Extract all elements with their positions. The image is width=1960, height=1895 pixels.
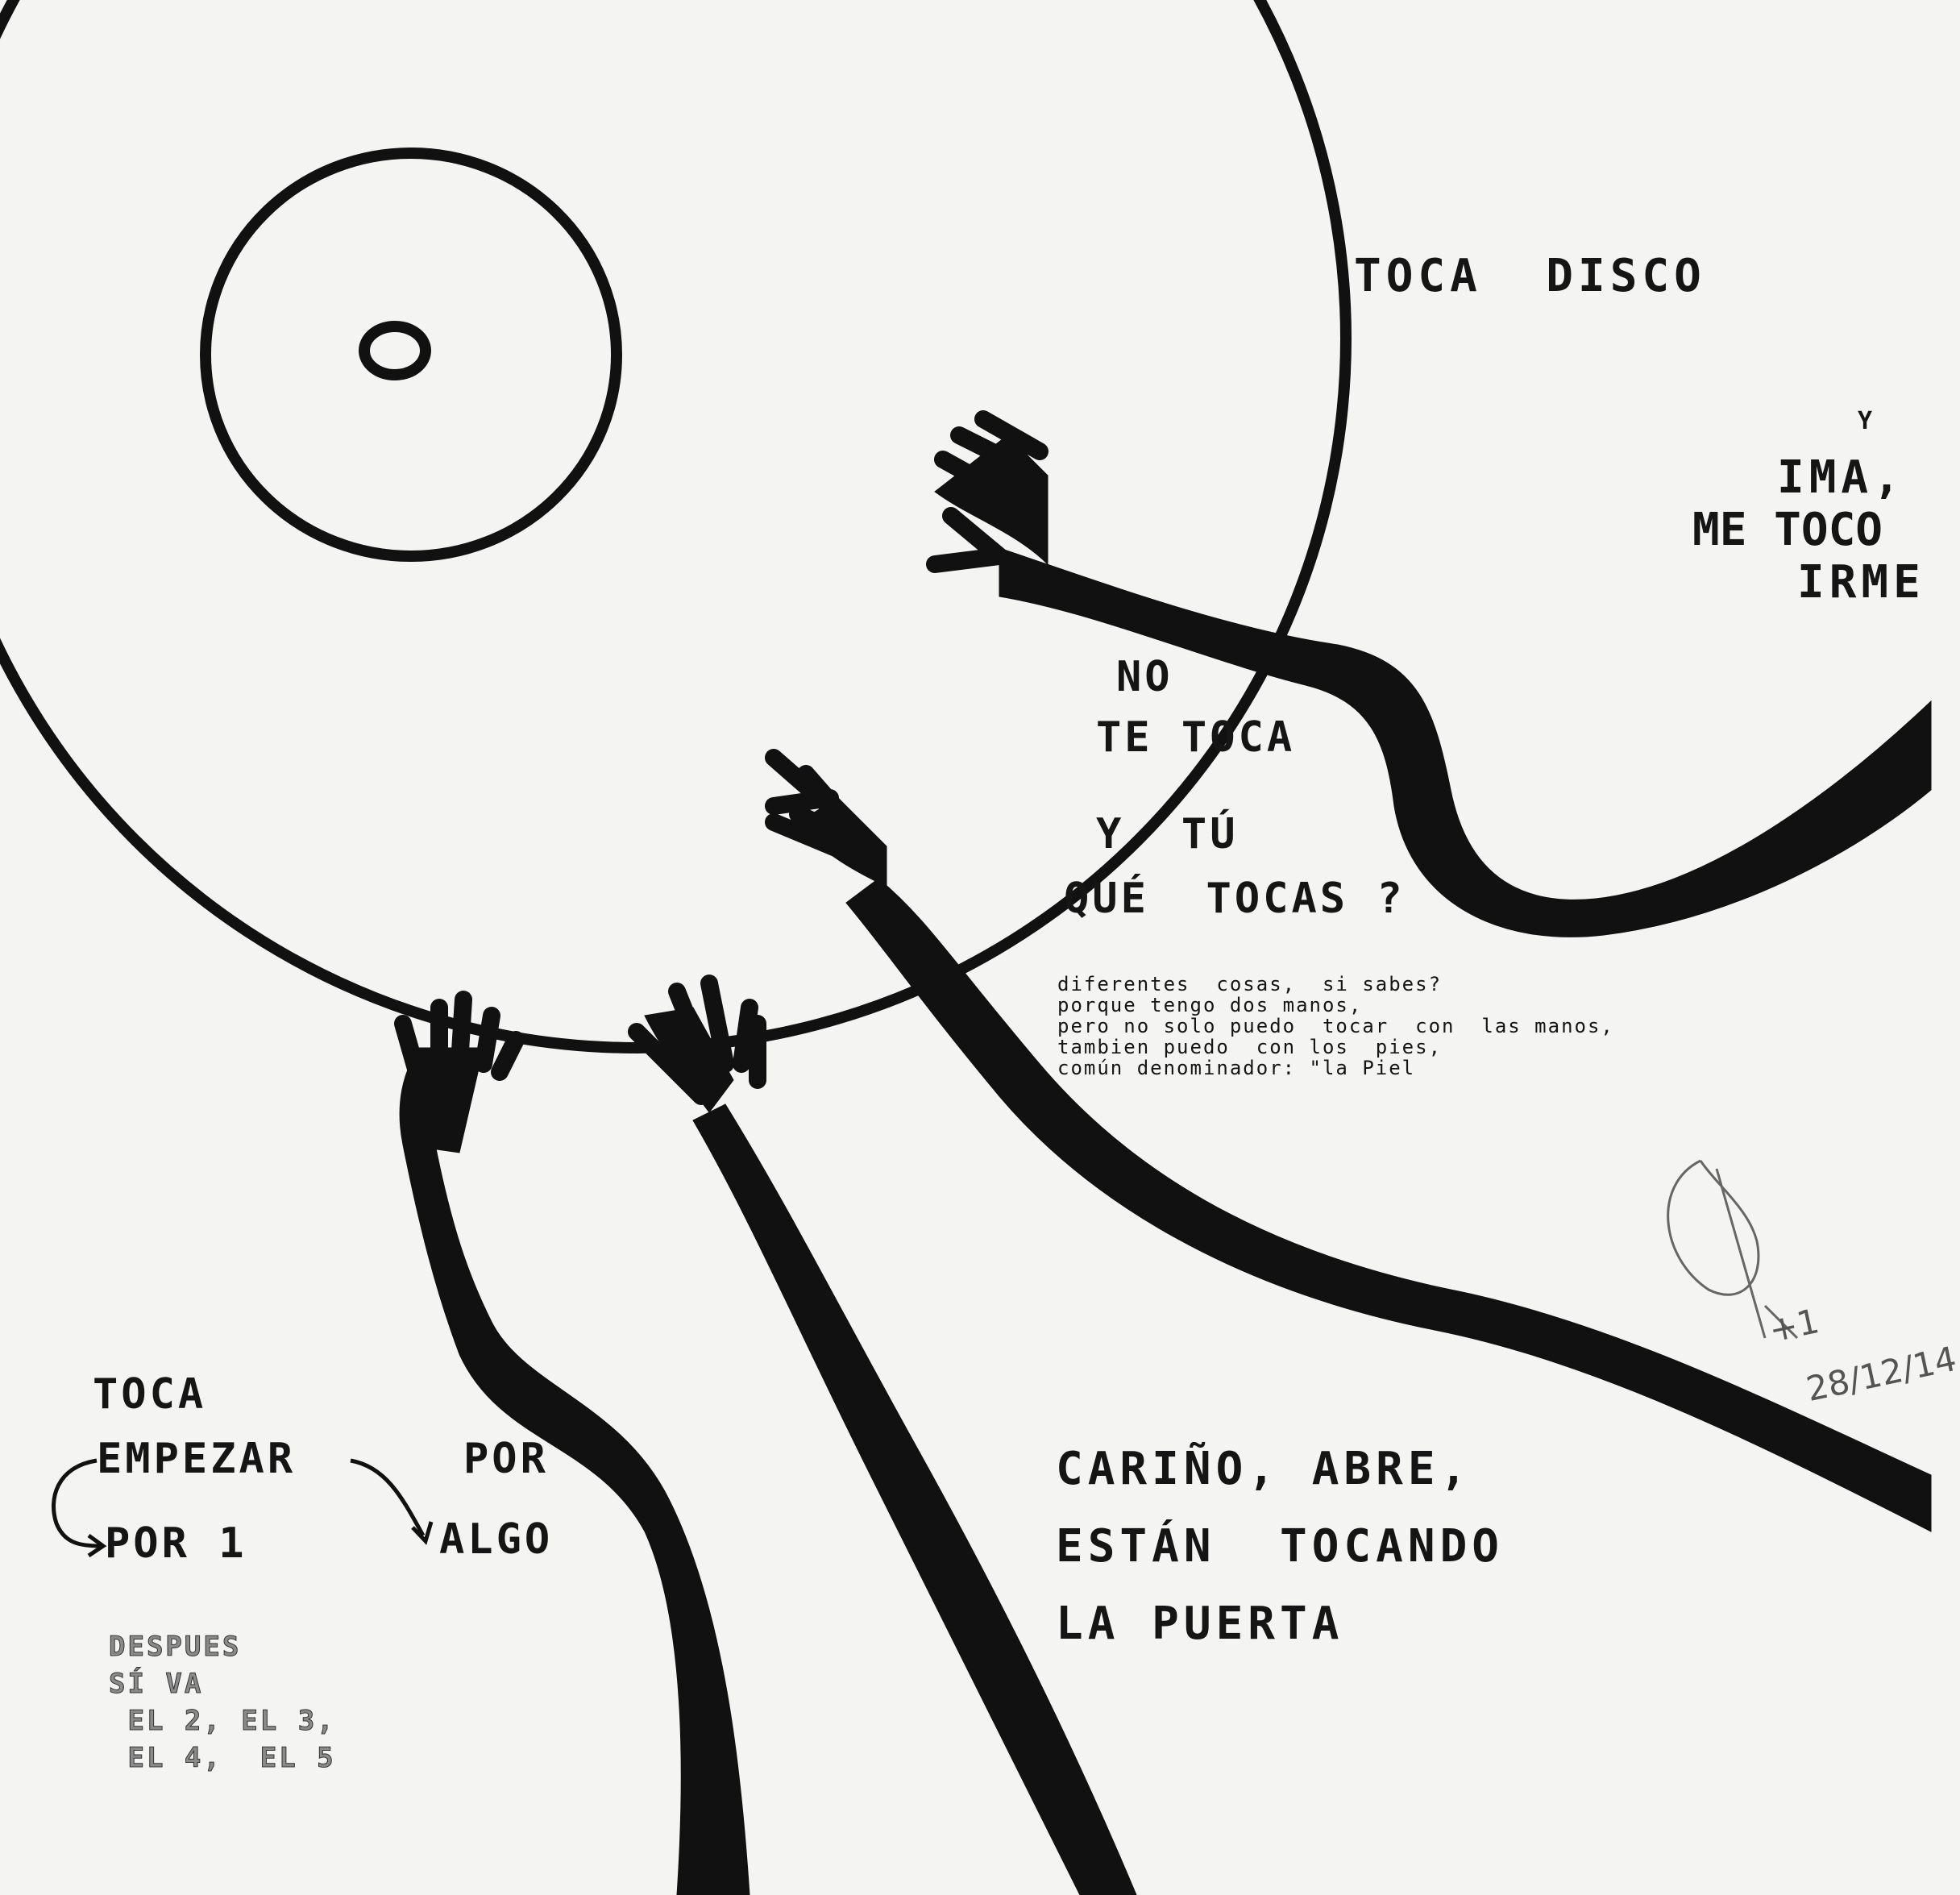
record-label-circle	[200, 148, 622, 562]
reaching-arm-top	[926, 410, 1932, 937]
text-que-tocas: QUÉ TOCAS ?	[1064, 875, 1406, 923]
text-por: POR	[463, 1435, 549, 1483]
arrow-to-algo-head	[411, 1521, 434, 1545]
text-carino-block: CARIÑO, ABRE, ESTÁN TOCANDO LA PUERTA	[1056, 1431, 1504, 1663]
text-por-1: POR 1	[105, 1519, 247, 1568]
arrow-to-algo	[350, 1458, 426, 1537]
text-irme: IRME	[1797, 556, 1925, 609]
carino-line: ESTÁN TOCANDO	[1056, 1520, 1505, 1573]
despues-line: DESPUES	[109, 1631, 242, 1664]
text-despues-block: DESPUES SÍ VA EL 2, EL 3, EL 4, EL 5	[109, 1628, 336, 1777]
reaching-arm-bottom-left	[394, 991, 750, 1895]
paragraph-line: diferentes cosas, si sabes?	[1057, 973, 1443, 995]
reaching-arm-bottom-middle	[628, 975, 1137, 1895]
text-empezar: EMPEZAR	[97, 1435, 297, 1483]
paragraph-line: porque tengo dos manos,	[1057, 994, 1363, 1016]
text-y-small: Y	[1858, 407, 1875, 435]
paragraph-line: tambien puedo con los pies,	[1057, 1036, 1443, 1058]
text-toca-disco: TOCA DISCO	[1354, 250, 1706, 302]
text-algo: ALGO	[439, 1515, 554, 1564]
arrow-to-por-1	[52, 1458, 102, 1548]
text-me-toco: ME TOCO	[1692, 504, 1883, 556]
text-no: NO	[1116, 653, 1173, 701]
reaching-arm-middle	[765, 749, 1932, 1532]
record-spindle-hole	[359, 321, 431, 380]
vinyl-record-outline	[0, 0, 1352, 1053]
despues-line: EL 4, EL 5	[109, 1742, 336, 1775]
pencil-signature	[1667, 1159, 1799, 1340]
carino-line: CARIÑO, ABRE,	[1056, 1443, 1472, 1495]
text-ima: IMA,	[1777, 451, 1905, 504]
text-te-toca: TE TOCA	[1096, 713, 1296, 762]
text-paragraph: diferentes cosas, si sabes? porque tengo…	[1057, 974, 1614, 1078]
paragraph-line: común denominador: "la Piel	[1057, 1057, 1416, 1079]
despues-line: EL 2, EL 3,	[109, 1705, 336, 1738]
text-toca: TOCA	[93, 1370, 207, 1419]
despues-line: SÍ VA	[109, 1668, 204, 1701]
paragraph-line: pero no solo puedo tocar con las manos,	[1057, 1015, 1614, 1037]
text-y-tu: Y TÚ	[1096, 810, 1239, 858]
arrow-to-por-1-head	[87, 1533, 107, 1558]
carino-line: LA PUERTA	[1056, 1598, 1344, 1650]
